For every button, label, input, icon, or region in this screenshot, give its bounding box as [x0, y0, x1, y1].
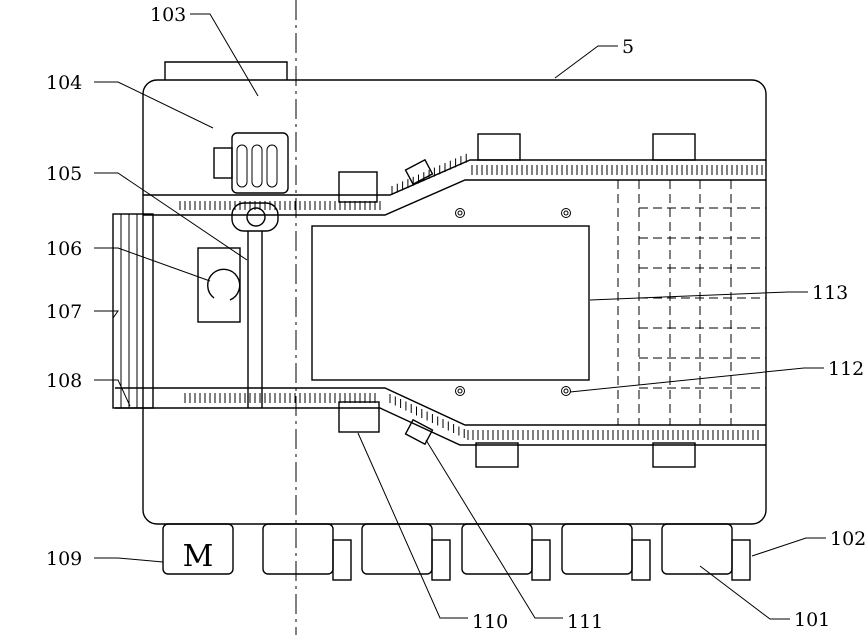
- label-108: 108: [46, 370, 82, 392]
- central-panel-113: [311, 225, 590, 381]
- top-track: [143, 153, 766, 216]
- label-112: 112: [828, 358, 864, 380]
- motor-mark: M: [183, 539, 214, 574]
- label-104: 104: [46, 72, 82, 94]
- drive-pulley: [231, 202, 279, 232]
- top-bracket: [164, 61, 288, 80]
- label-106: 106: [46, 238, 82, 260]
- label-103: 103: [150, 4, 186, 26]
- wheel-units: [162, 523, 751, 581]
- bottom-track: [115, 387, 766, 446]
- track-clamps: [338, 133, 696, 468]
- label-109: 109: [46, 548, 82, 570]
- motor-unit-109: [162, 523, 234, 575]
- right-grid: [617, 180, 766, 425]
- label-111: 111: [567, 611, 603, 633]
- rod-105: [247, 231, 263, 408]
- label-110: 110: [472, 611, 508, 633]
- label-102: 102: [830, 528, 865, 550]
- sensor-106: [197, 247, 241, 323]
- label-113: 113: [812, 282, 848, 304]
- motor-104: [213, 132, 289, 194]
- label-107: 107: [46, 301, 82, 323]
- side-plate-107: [112, 213, 154, 409]
- label-5: 5: [622, 36, 634, 58]
- label-101: 101: [794, 609, 830, 631]
- leader-lines: [94, 13, 826, 620]
- main-housing: [142, 79, 767, 525]
- bolts-112: [455, 208, 571, 396]
- label-105: 105: [46, 163, 82, 185]
